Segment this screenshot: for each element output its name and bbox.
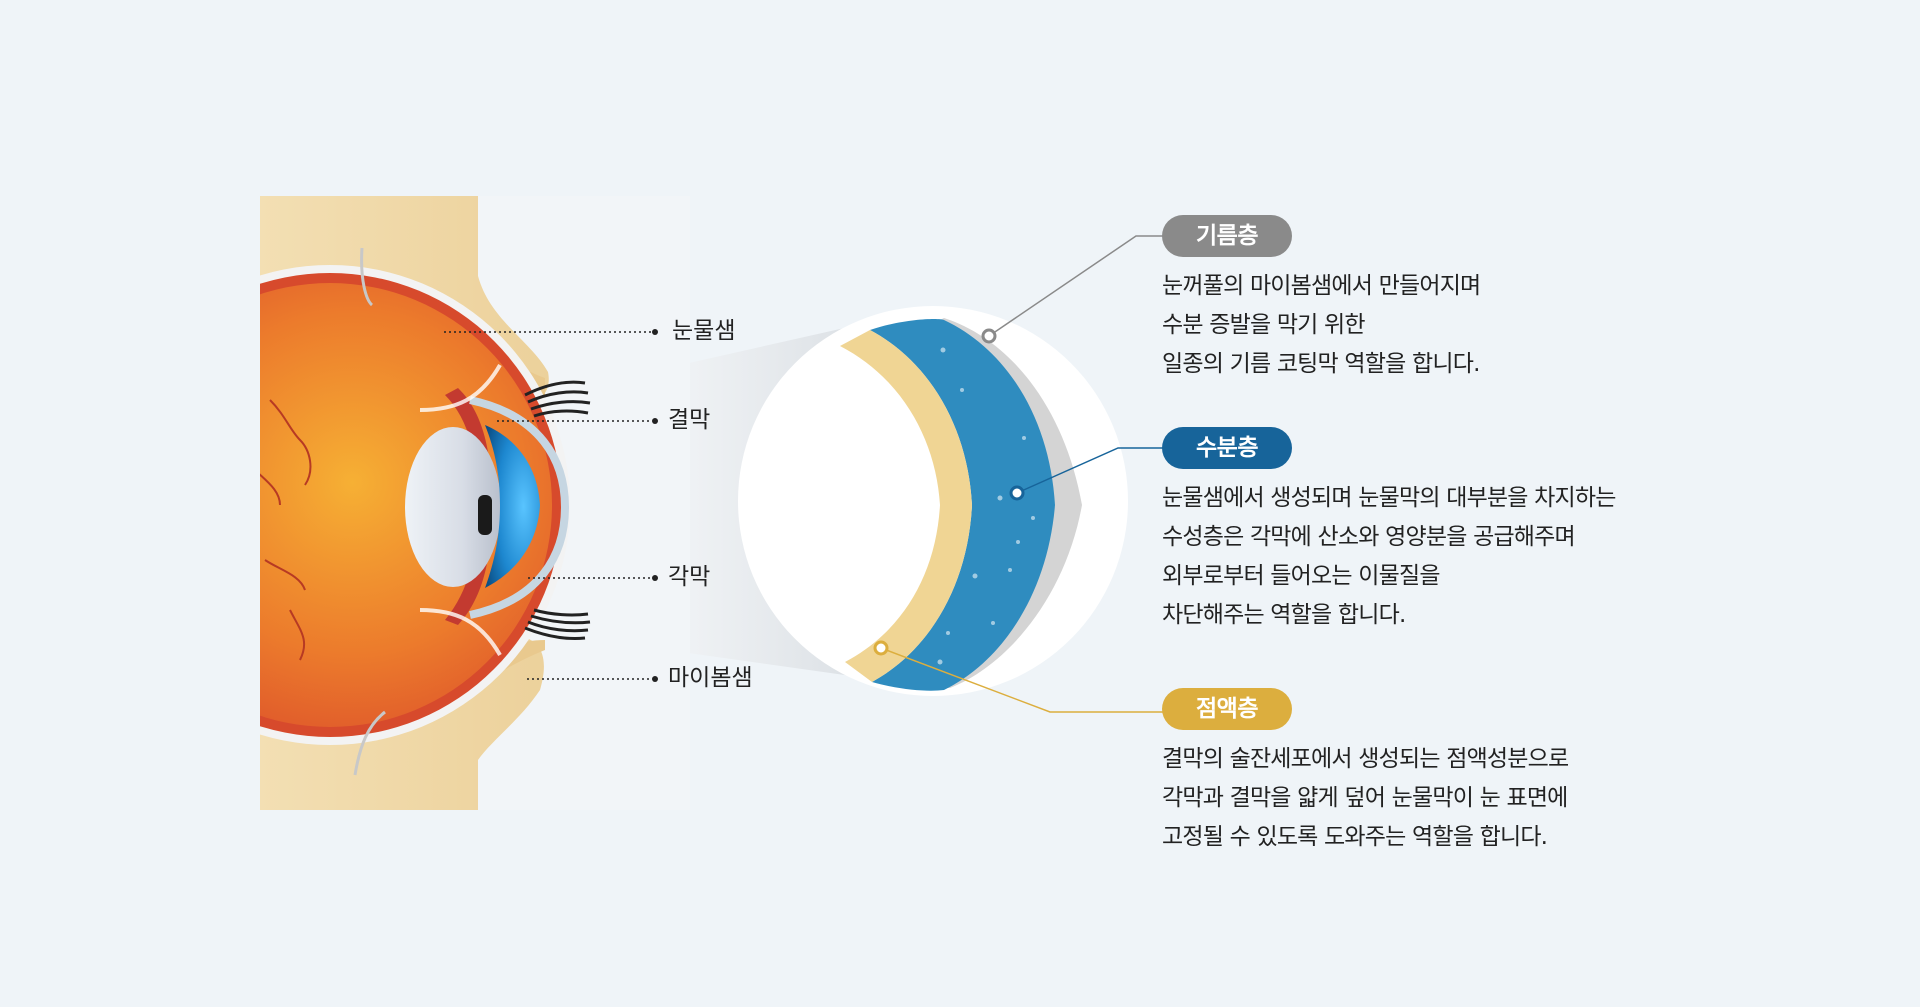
label-meibomian-gland: 마이봄샘	[668, 665, 753, 691]
layer-water-line: 차단해주는 역할을 합니다.	[1162, 602, 1406, 628]
layer-mucus-line: 각막과 결막을 얇게 덮어 눈물막이 눈 표면에	[1162, 785, 1568, 811]
mucus-layer-shape	[840, 330, 972, 682]
layer-oil-badge: 기름층	[1162, 215, 1292, 257]
label-cornea: 각막	[668, 564, 711, 590]
oil-layer-shape	[928, 318, 1082, 688]
mucus-layer-connector	[880, 647, 1170, 713]
layer-water-line: 눈물샘에서 생성되며 눈물막의 대부분을 차지하는	[1162, 485, 1616, 511]
layer-mucus: 점액층 결막의 술잔세포에서 생성되는 점액성분으로 각막과 결막을 얇게 덮어…	[1162, 688, 1722, 857]
layer-mucus-description: 결막의 술잔세포에서 생성되는 점액성분으로 각막과 결막을 얇게 덮어 눈물막…	[1162, 740, 1722, 857]
layer-oil: 기름층 눈꺼풀의 마이봄샘에서 만들어지며 수분 증발을 막기 위한 일종의 기…	[1162, 215, 1722, 384]
layer-water-description: 눈물샘에서 생성되며 눈물막의 대부분을 차지하는 수성층은 각막에 산소와 영…	[1162, 479, 1722, 635]
layer-oil-line: 일종의 기름 코팅막 역할을 합니다.	[1162, 351, 1480, 377]
oil-layer-connector	[988, 235, 1170, 337]
tear-film-detail	[738, 306, 1128, 696]
layer-water: 수분층 눈물샘에서 생성되며 눈물막의 대부분을 차지하는 수성층은 각막에 산…	[1162, 427, 1722, 635]
layer-oil-line: 눈꺼풀의 마이봄샘에서 만들어지며	[1162, 273, 1481, 299]
lens-shape	[405, 427, 501, 587]
layer-mucus-line: 고정될 수 있도록 도와주는 역할을 합니다.	[1162, 824, 1548, 850]
water-layer-connector	[1016, 447, 1170, 494]
layer-water-badge: 수분층	[1162, 427, 1292, 469]
layer-water-line: 수성층은 각막에 산소와 영양분을 공급해주며	[1162, 524, 1576, 550]
label-conjunctiva: 결막	[668, 407, 711, 433]
layer-oil-line: 수분 증발을 막기 위한	[1162, 312, 1366, 338]
layer-water-line: 외부로부터 들어오는 이물질을	[1162, 563, 1441, 589]
label-lacrimal-gland: 눈물샘	[672, 318, 736, 344]
layer-oil-description: 눈꺼풀의 마이봄샘에서 만들어지며 수분 증발을 막기 위한 일종의 기름 코팅…	[1162, 267, 1722, 384]
water-layer-shape	[870, 319, 1055, 691]
layer-mucus-line: 결막의 술잔세포에서 생성되는 점액성분으로	[1162, 746, 1569, 772]
layer-mucus-badge: 점액층	[1162, 688, 1292, 730]
iris-shape	[485, 425, 540, 588]
